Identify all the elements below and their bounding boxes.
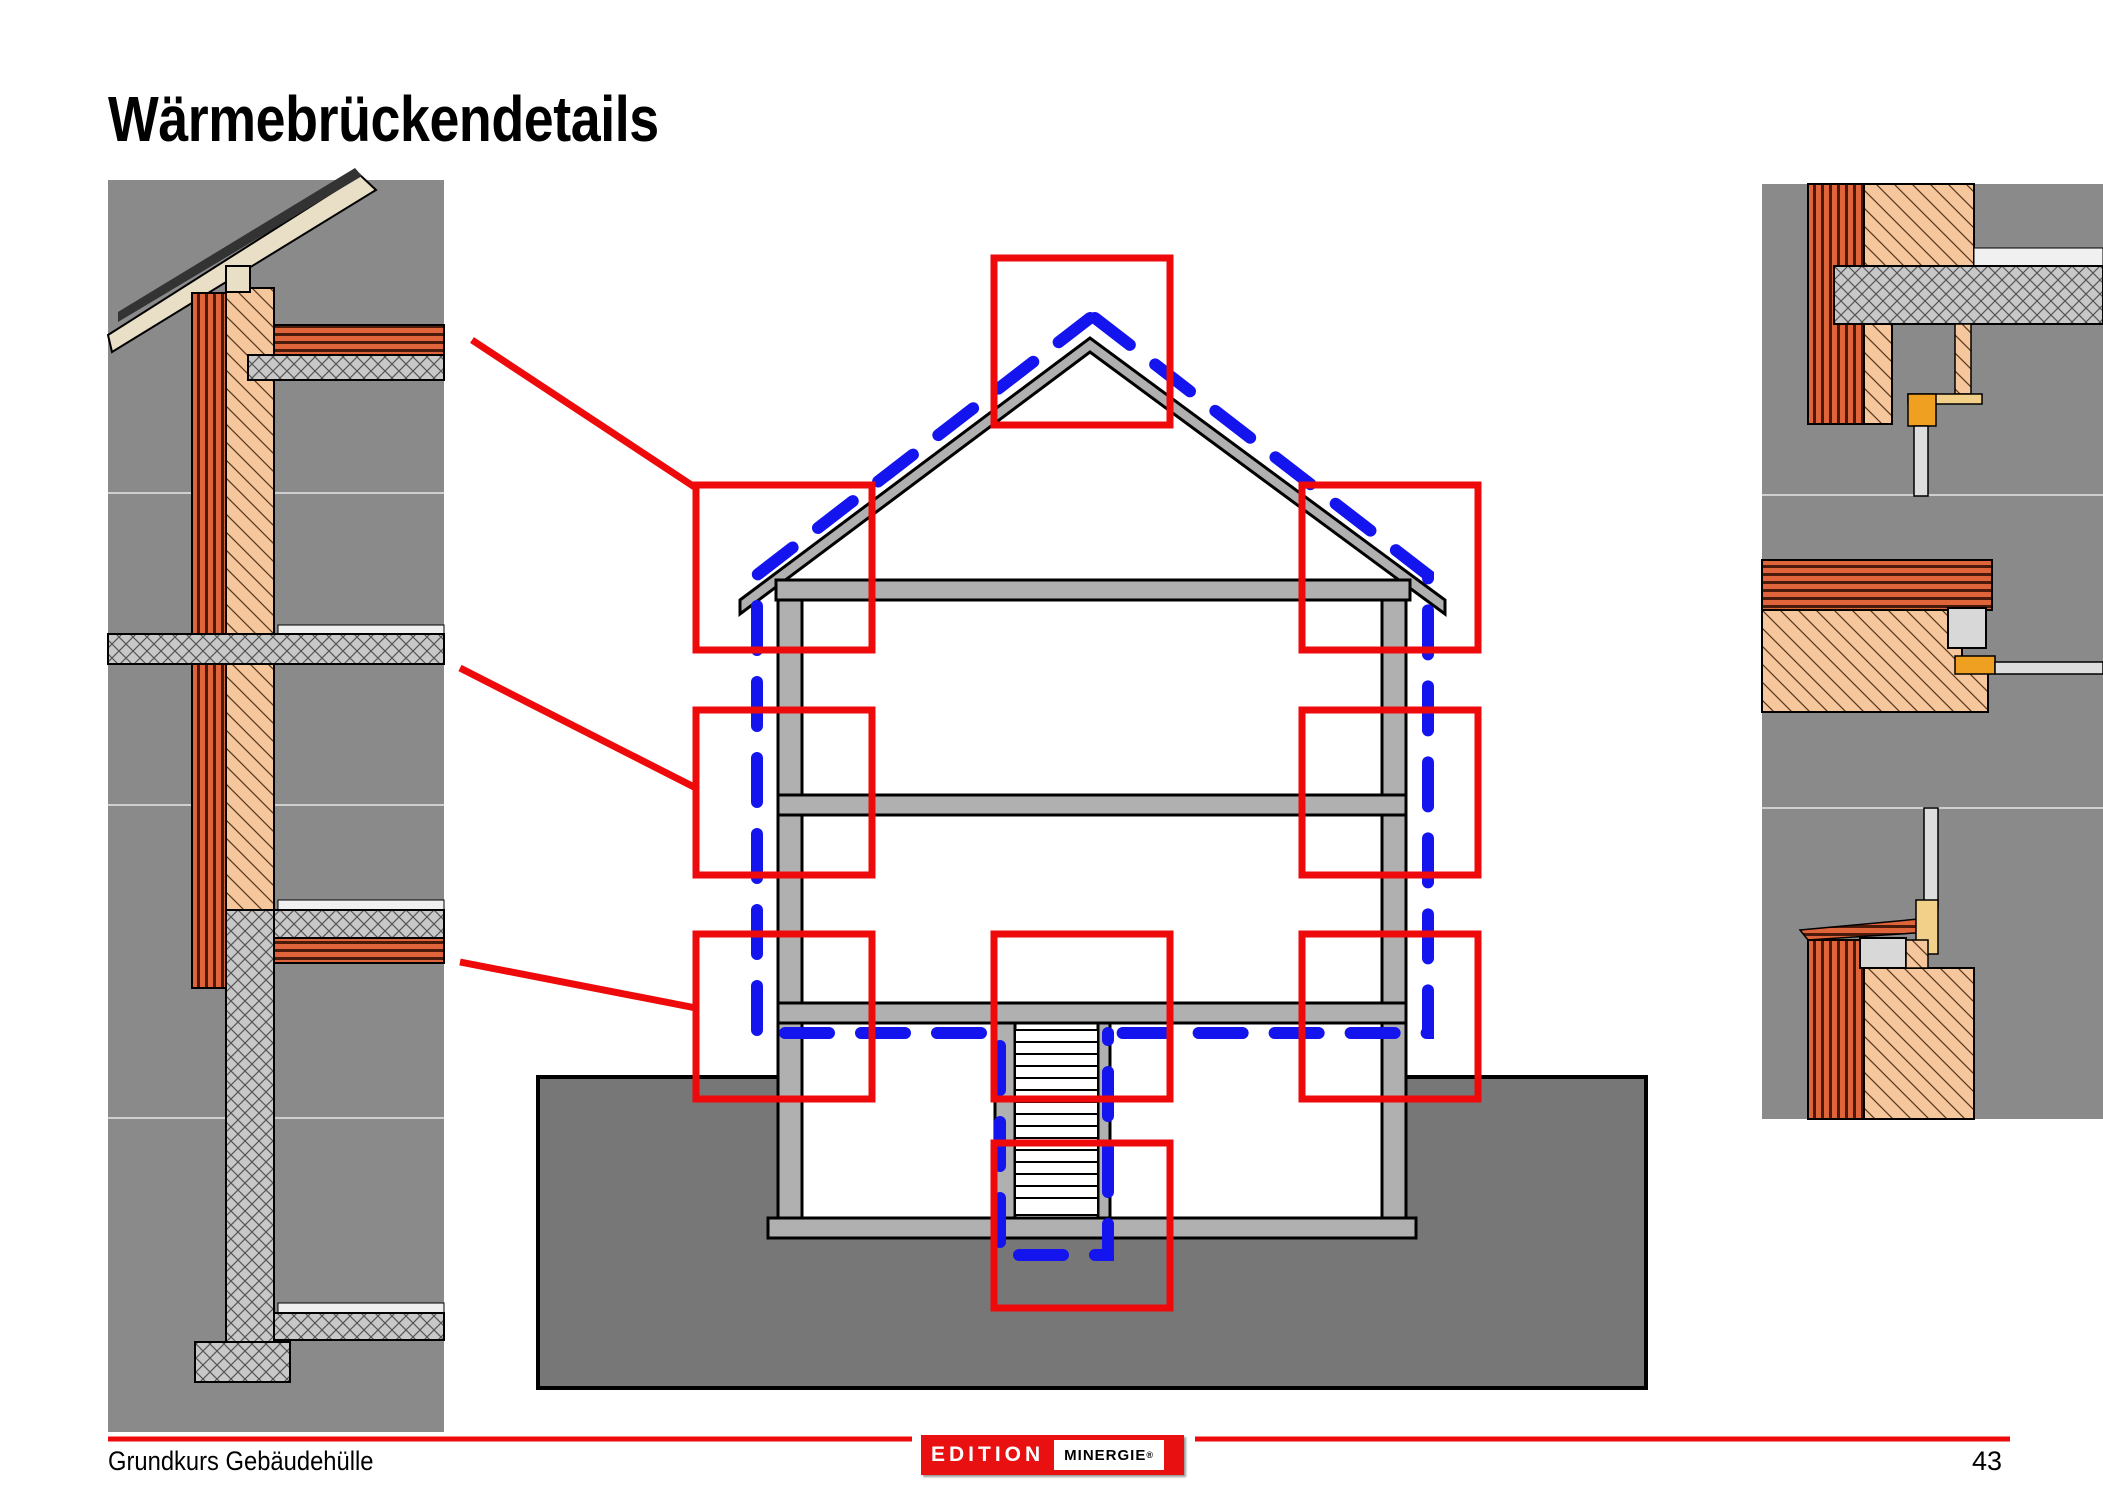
window-lintel-detail: [1807, 183, 2103, 497]
highlight-box-base-center: [990, 930, 1174, 1103]
logo-edition-text: EDITION: [931, 1443, 1045, 1466]
highlight-box-ridge: [990, 254, 1174, 429]
highlight-box-stair-bottom: [990, 1139, 1174, 1312]
highlight-box-base-right: [1298, 930, 1482, 1103]
logo-brand-text: MINERGIE: [1064, 1446, 1147, 1464]
basement-stairs: [1014, 1029, 1099, 1216]
highlight-box-floor-left: [692, 706, 876, 879]
highlight-box-eave-right: [1298, 481, 1482, 654]
highlight-box-eave-left: [692, 481, 876, 654]
page-number: 43: [1971, 1446, 2002, 1476]
page-title: Wärmebrückendetails: [108, 83, 659, 155]
highlight-box-base-left: [692, 930, 876, 1103]
logo-brand-box: MINERGIE®: [1054, 1440, 1164, 1470]
footer-course-title: Grundkurs Gebäudehülle: [108, 1446, 374, 1476]
right-window-detail-panel: [1761, 183, 2103, 1120]
edition-minergie-logo: EDITION MINERGIE®: [921, 1435, 1184, 1475]
detail-connector-lines: [458, 337, 698, 1012]
window-jamb-detail: [1761, 559, 2103, 713]
highlight-box-floor-right: [1298, 706, 1482, 879]
thermal-bridge-highlight-boxes: [692, 254, 1482, 1312]
left-wall-detail-panel: [106, 168, 445, 1432]
window-sill-detail: [1798, 807, 1975, 1120]
logo-registered-mark: ®: [1146, 1450, 1154, 1460]
